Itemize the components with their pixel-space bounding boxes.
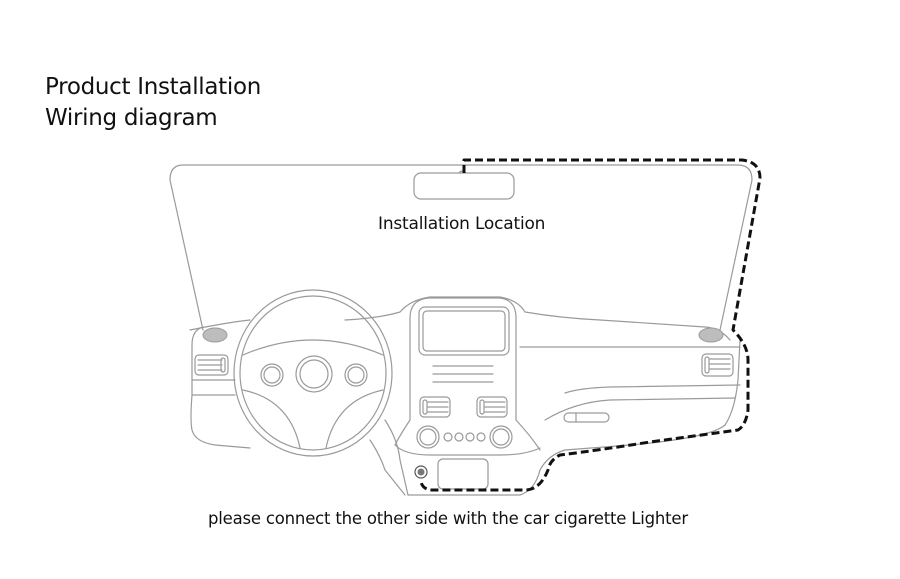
cigarette-lighter-socket bbox=[414, 465, 428, 479]
dashboard-top-line bbox=[189, 296, 731, 341]
console-button bbox=[454, 432, 464, 442]
climate-knob-left bbox=[416, 425, 440, 449]
right-air-vent bbox=[701, 353, 734, 377]
heading-line-1: Product Installation bbox=[45, 74, 262, 100]
console-button bbox=[476, 432, 486, 442]
center-vent-left bbox=[419, 396, 451, 418]
console-storage bbox=[437, 458, 489, 490]
power-cable-route bbox=[419, 158, 762, 492]
console-button bbox=[465, 432, 475, 442]
steering-wheel bbox=[233, 289, 393, 457]
center-console bbox=[394, 297, 541, 490]
right-speaker bbox=[698, 327, 724, 343]
dashboard-right-panel bbox=[519, 346, 741, 421]
instruction-caption: please connect the other side with the c… bbox=[208, 509, 688, 528]
infotainment-screen bbox=[418, 306, 510, 356]
steering-horn-center bbox=[295, 355, 333, 393]
heading-line-2: Wiring diagram bbox=[45, 105, 218, 131]
windshield-outline bbox=[169, 164, 753, 331]
page-heading: Product Installation Wiring diagram bbox=[45, 72, 261, 134]
installation-location-label: Installation Location bbox=[378, 214, 546, 234]
rearview-mirror bbox=[413, 170, 515, 200]
dashboard-left-panel bbox=[190, 326, 251, 449]
glovebox-handle bbox=[563, 412, 610, 423]
steering-button-right bbox=[344, 363, 368, 387]
left-speaker bbox=[202, 327, 228, 343]
left-air-vent bbox=[194, 354, 229, 376]
lower-dash-outline bbox=[407, 339, 741, 496]
climate-knob-right bbox=[489, 425, 513, 449]
center-vent-right bbox=[476, 396, 508, 418]
steering-button-left bbox=[260, 363, 284, 387]
console-button bbox=[443, 432, 453, 442]
